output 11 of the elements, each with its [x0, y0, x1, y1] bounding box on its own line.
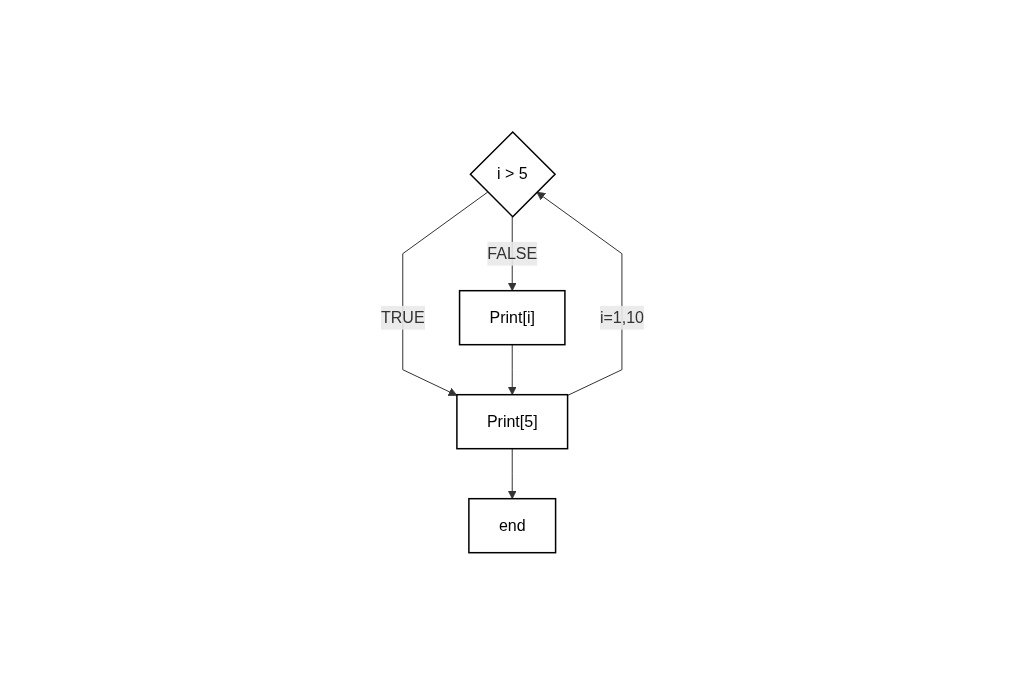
- arrow: [402, 191, 489, 396]
- edge-label: TRUE: [381, 308, 425, 326]
- arrow: [536, 191, 623, 396]
- arrow: [507, 343, 517, 395]
- node-diamond: i > 5: [469, 130, 557, 218]
- edge-label: FALSE: [487, 244, 538, 262]
- arrow: [507, 447, 517, 499]
- node-box: Print[5]: [456, 393, 569, 450]
- node-box: end: [468, 497, 557, 554]
- node-box: Print[i]: [458, 289, 566, 346]
- edge-label: i=1,10: [599, 308, 644, 326]
